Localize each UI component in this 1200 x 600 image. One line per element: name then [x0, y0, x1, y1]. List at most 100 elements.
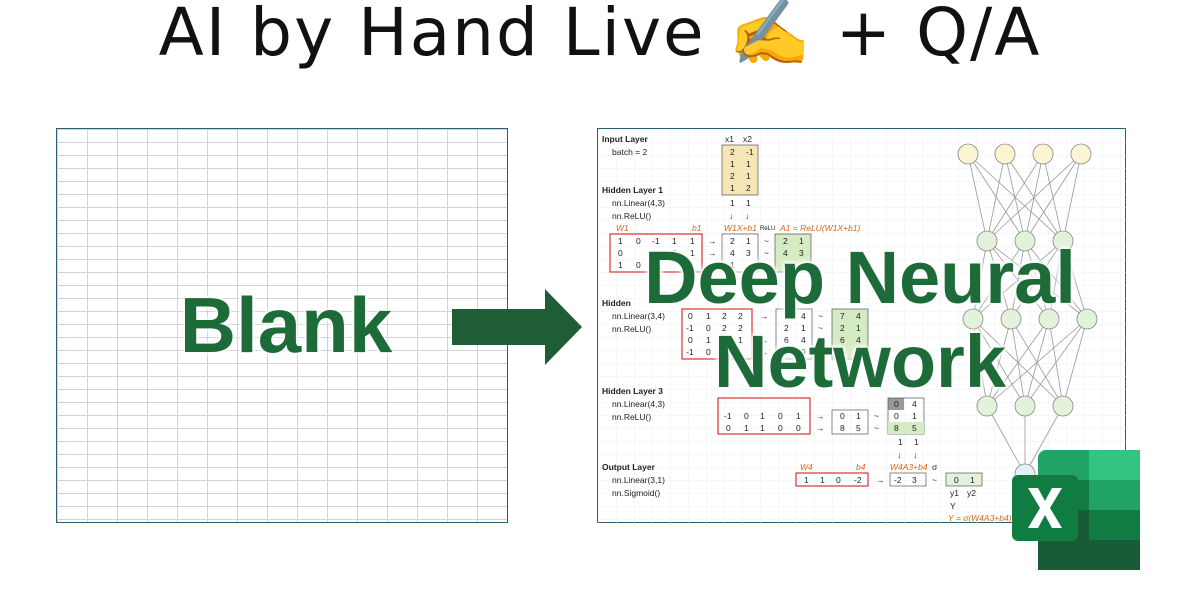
z2-matrix	[775, 308, 813, 360]
right-arrow: →	[708, 248, 717, 258]
z3-cell: 8	[840, 423, 845, 433]
w1-matrix	[609, 233, 703, 273]
right-arrow: →	[708, 236, 717, 246]
input-cell: 2	[730, 171, 735, 181]
output-layer-label: Output Layer	[602, 462, 656, 472]
a3-cell: 0	[894, 411, 899, 421]
x1-header: x1	[725, 134, 734, 144]
input-cell: -1	[746, 147, 754, 157]
z2-cell: 9	[801, 347, 806, 357]
network-nodes	[957, 143, 1098, 485]
hidden-layer-1-label: Hidden Layer 1	[602, 185, 663, 195]
sigma-label: σ	[932, 462, 938, 472]
hl1-relu: nn.ReLU()	[612, 211, 651, 221]
down-arrow: ↓	[913, 450, 917, 460]
right-arrow: →	[760, 335, 769, 345]
right-arrow: →	[816, 423, 825, 433]
input-cell: 1	[746, 159, 751, 169]
right-arrow-icon	[452, 289, 582, 365]
hidden-layer-3-label: Hidden Layer 3	[602, 386, 663, 396]
w3-matrix	[717, 397, 811, 435]
excel-logo-icon	[1012, 450, 1140, 570]
ones-cell: 1	[914, 437, 919, 447]
hidden-layer-2-label: Hidden	[602, 298, 631, 308]
w2-cell: 0	[706, 323, 711, 333]
z3-cell: 1	[856, 411, 861, 421]
w2-cell: 0	[688, 335, 693, 345]
input-cell: 2	[746, 183, 751, 193]
w3-cell: 0	[796, 423, 801, 433]
w1-cell: 0	[618, 248, 623, 258]
a3-green-row	[888, 422, 924, 434]
page-title: AI by Hand Live ✍️ + Q/A	[158, 0, 1042, 71]
z2-cell: 4	[801, 311, 806, 321]
w4-label: W4	[800, 462, 813, 472]
a1-cell: 1	[799, 236, 804, 246]
blank-spreadsheet	[56, 128, 508, 523]
w2-cell: 0	[706, 347, 711, 357]
a3-shaded-cell	[888, 398, 904, 410]
z2-cell: 4	[801, 335, 806, 345]
z1-cell: 1	[730, 260, 735, 270]
y-cell: 1	[970, 475, 975, 485]
a2-cell: 9	[856, 347, 861, 357]
right-arrow: →	[760, 311, 769, 321]
a2-cell: 2	[840, 323, 845, 333]
tilde: ~	[818, 323, 823, 333]
a1-equation: A1 = ReLU(W1X+b1)	[779, 223, 860, 233]
w3-cell: 0	[778, 423, 783, 433]
z3-cell: 5	[856, 423, 861, 433]
Y-label: Y	[950, 501, 956, 511]
tilde: ~	[818, 335, 823, 345]
a3-cell: 8	[894, 423, 899, 433]
w3-cell: 1	[760, 423, 765, 433]
w1-cell: 0	[636, 236, 641, 246]
tilde: ~	[874, 411, 879, 421]
down-arrow: ↓	[897, 450, 901, 460]
w3-cell: 0	[778, 411, 783, 421]
y-equation: Y = σ(W4A3+b4)	[948, 513, 1012, 523]
w1-cell: -1	[652, 236, 660, 246]
w2-cell: 2	[738, 323, 743, 333]
network-diagram	[967, 153, 1088, 475]
w1-cell: 0	[672, 248, 677, 258]
hl1-linear: nn.Linear(4,3)	[612, 198, 665, 208]
z1-cell: 4	[730, 248, 735, 258]
a2-cell: 4	[856, 311, 861, 321]
down-arrow: ↓	[745, 211, 749, 221]
w2-cell: 1	[706, 311, 711, 321]
w2-matrix	[681, 308, 753, 360]
tilde: ~	[874, 423, 879, 433]
a2-cell: 1	[856, 323, 861, 333]
w3-cell: 1	[760, 411, 765, 421]
w3-cell: -1	[724, 411, 732, 421]
tilde: ~	[818, 311, 823, 321]
tilde: ~	[764, 236, 769, 246]
down-arrow: ↓	[729, 211, 733, 221]
w2-cell: 2	[722, 311, 727, 321]
tilde: ~	[932, 475, 937, 485]
w1-cell: 1	[618, 260, 623, 270]
dnn-label: Deep Neural Network	[590, 236, 1130, 404]
a2-cell: 6	[840, 335, 845, 345]
w2-cell: 1	[706, 335, 711, 345]
w1-cell: 1	[672, 236, 677, 246]
b1-label: b1	[692, 223, 702, 233]
batch-label: batch = 2	[612, 147, 647, 157]
relu-small-label: ReLU	[760, 226, 775, 232]
z4-cell: -2	[894, 475, 902, 485]
hl2-relu: nn.ReLU()	[612, 324, 651, 334]
w2-cell: 1	[738, 335, 743, 345]
out-linear: nn.Linear(3,1)	[612, 475, 665, 485]
hl3-relu: nn.ReLU()	[612, 412, 651, 422]
dnn-label-line2: Network	[714, 320, 1006, 403]
w4a3-b4-label: W4A3+b4	[890, 462, 928, 472]
w2-cell: 2	[738, 311, 743, 321]
ones-cell: 1	[730, 198, 735, 208]
w4-cell: 0	[836, 475, 841, 485]
y2-label: y2	[967, 488, 976, 498]
w1-label: W1	[616, 223, 629, 233]
w2-cell: 0	[688, 311, 693, 321]
z2-cell: 5	[784, 347, 789, 357]
a2-matrix	[831, 308, 869, 360]
